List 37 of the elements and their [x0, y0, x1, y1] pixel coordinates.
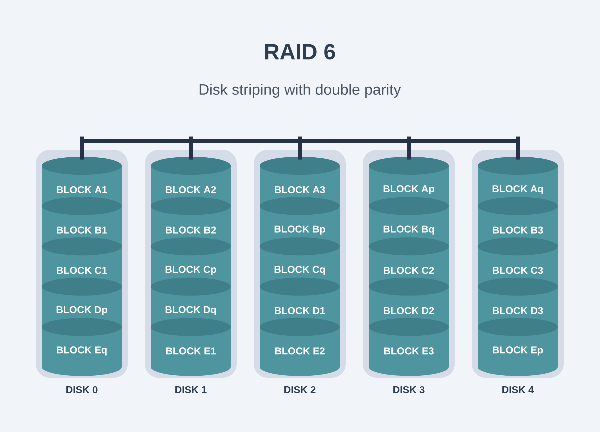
node-label: BLOCK D2 — [384, 307, 434, 314]
disk-label: DISK 2 — [284, 386, 316, 394]
node-label: BLOCK C3 — [493, 267, 544, 274]
subtitle: Disk striping with double parity — [200, 84, 402, 98]
disk-block: BLOCK Eq — [42, 318, 122, 376]
node-label: BLOCK Dp — [56, 306, 108, 316]
node-label: BLOCK E1 — [166, 348, 216, 355]
connector-line — [298, 136, 302, 160]
disk-label: DISK 1 — [176, 386, 207, 394]
disk-label: DISK 3 — [394, 386, 425, 394]
node-label: BLOCK Bq — [384, 226, 434, 235]
disk-block: BLOCK Ep — [478, 318, 558, 376]
connector-line — [189, 136, 193, 160]
node-label: BLOCK Eq — [57, 346, 107, 356]
connector-line — [516, 136, 520, 160]
connector-line — [407, 136, 411, 160]
node-label: BLOCK B2 — [166, 226, 216, 234]
connector-line — [80, 136, 84, 160]
disk-block: BLOCK E1 — [151, 318, 231, 376]
node-label: BLOCK Bp — [274, 226, 326, 235]
disk-block: BLOCK E3 — [369, 318, 449, 376]
disk-label: DISK 4 — [502, 386, 534, 394]
node-label: BLOCK B1 — [57, 226, 108, 234]
node-label: BLOCK Ep — [493, 346, 544, 356]
node-label: BLOCK Dq — [166, 306, 216, 316]
node-label: BLOCK E2 — [275, 348, 325, 355]
node-label: BLOCK Cp — [166, 266, 216, 276]
node-label: BLOCK C2 — [384, 267, 434, 274]
node-label: BLOCK E3 — [384, 348, 434, 355]
node-label: BLOCK C1 — [57, 267, 108, 274]
disk-label: DISK 0 — [66, 386, 98, 394]
node-label: BLOCK D1 — [275, 307, 326, 314]
node-label: BLOCK D3 — [493, 307, 544, 314]
node-label: BLOCK Cq — [274, 266, 326, 276]
disk-block: BLOCK E2 — [260, 318, 340, 376]
node-label: BLOCK B3 — [493, 226, 544, 234]
title: RAID 6 — [265, 44, 336, 60]
